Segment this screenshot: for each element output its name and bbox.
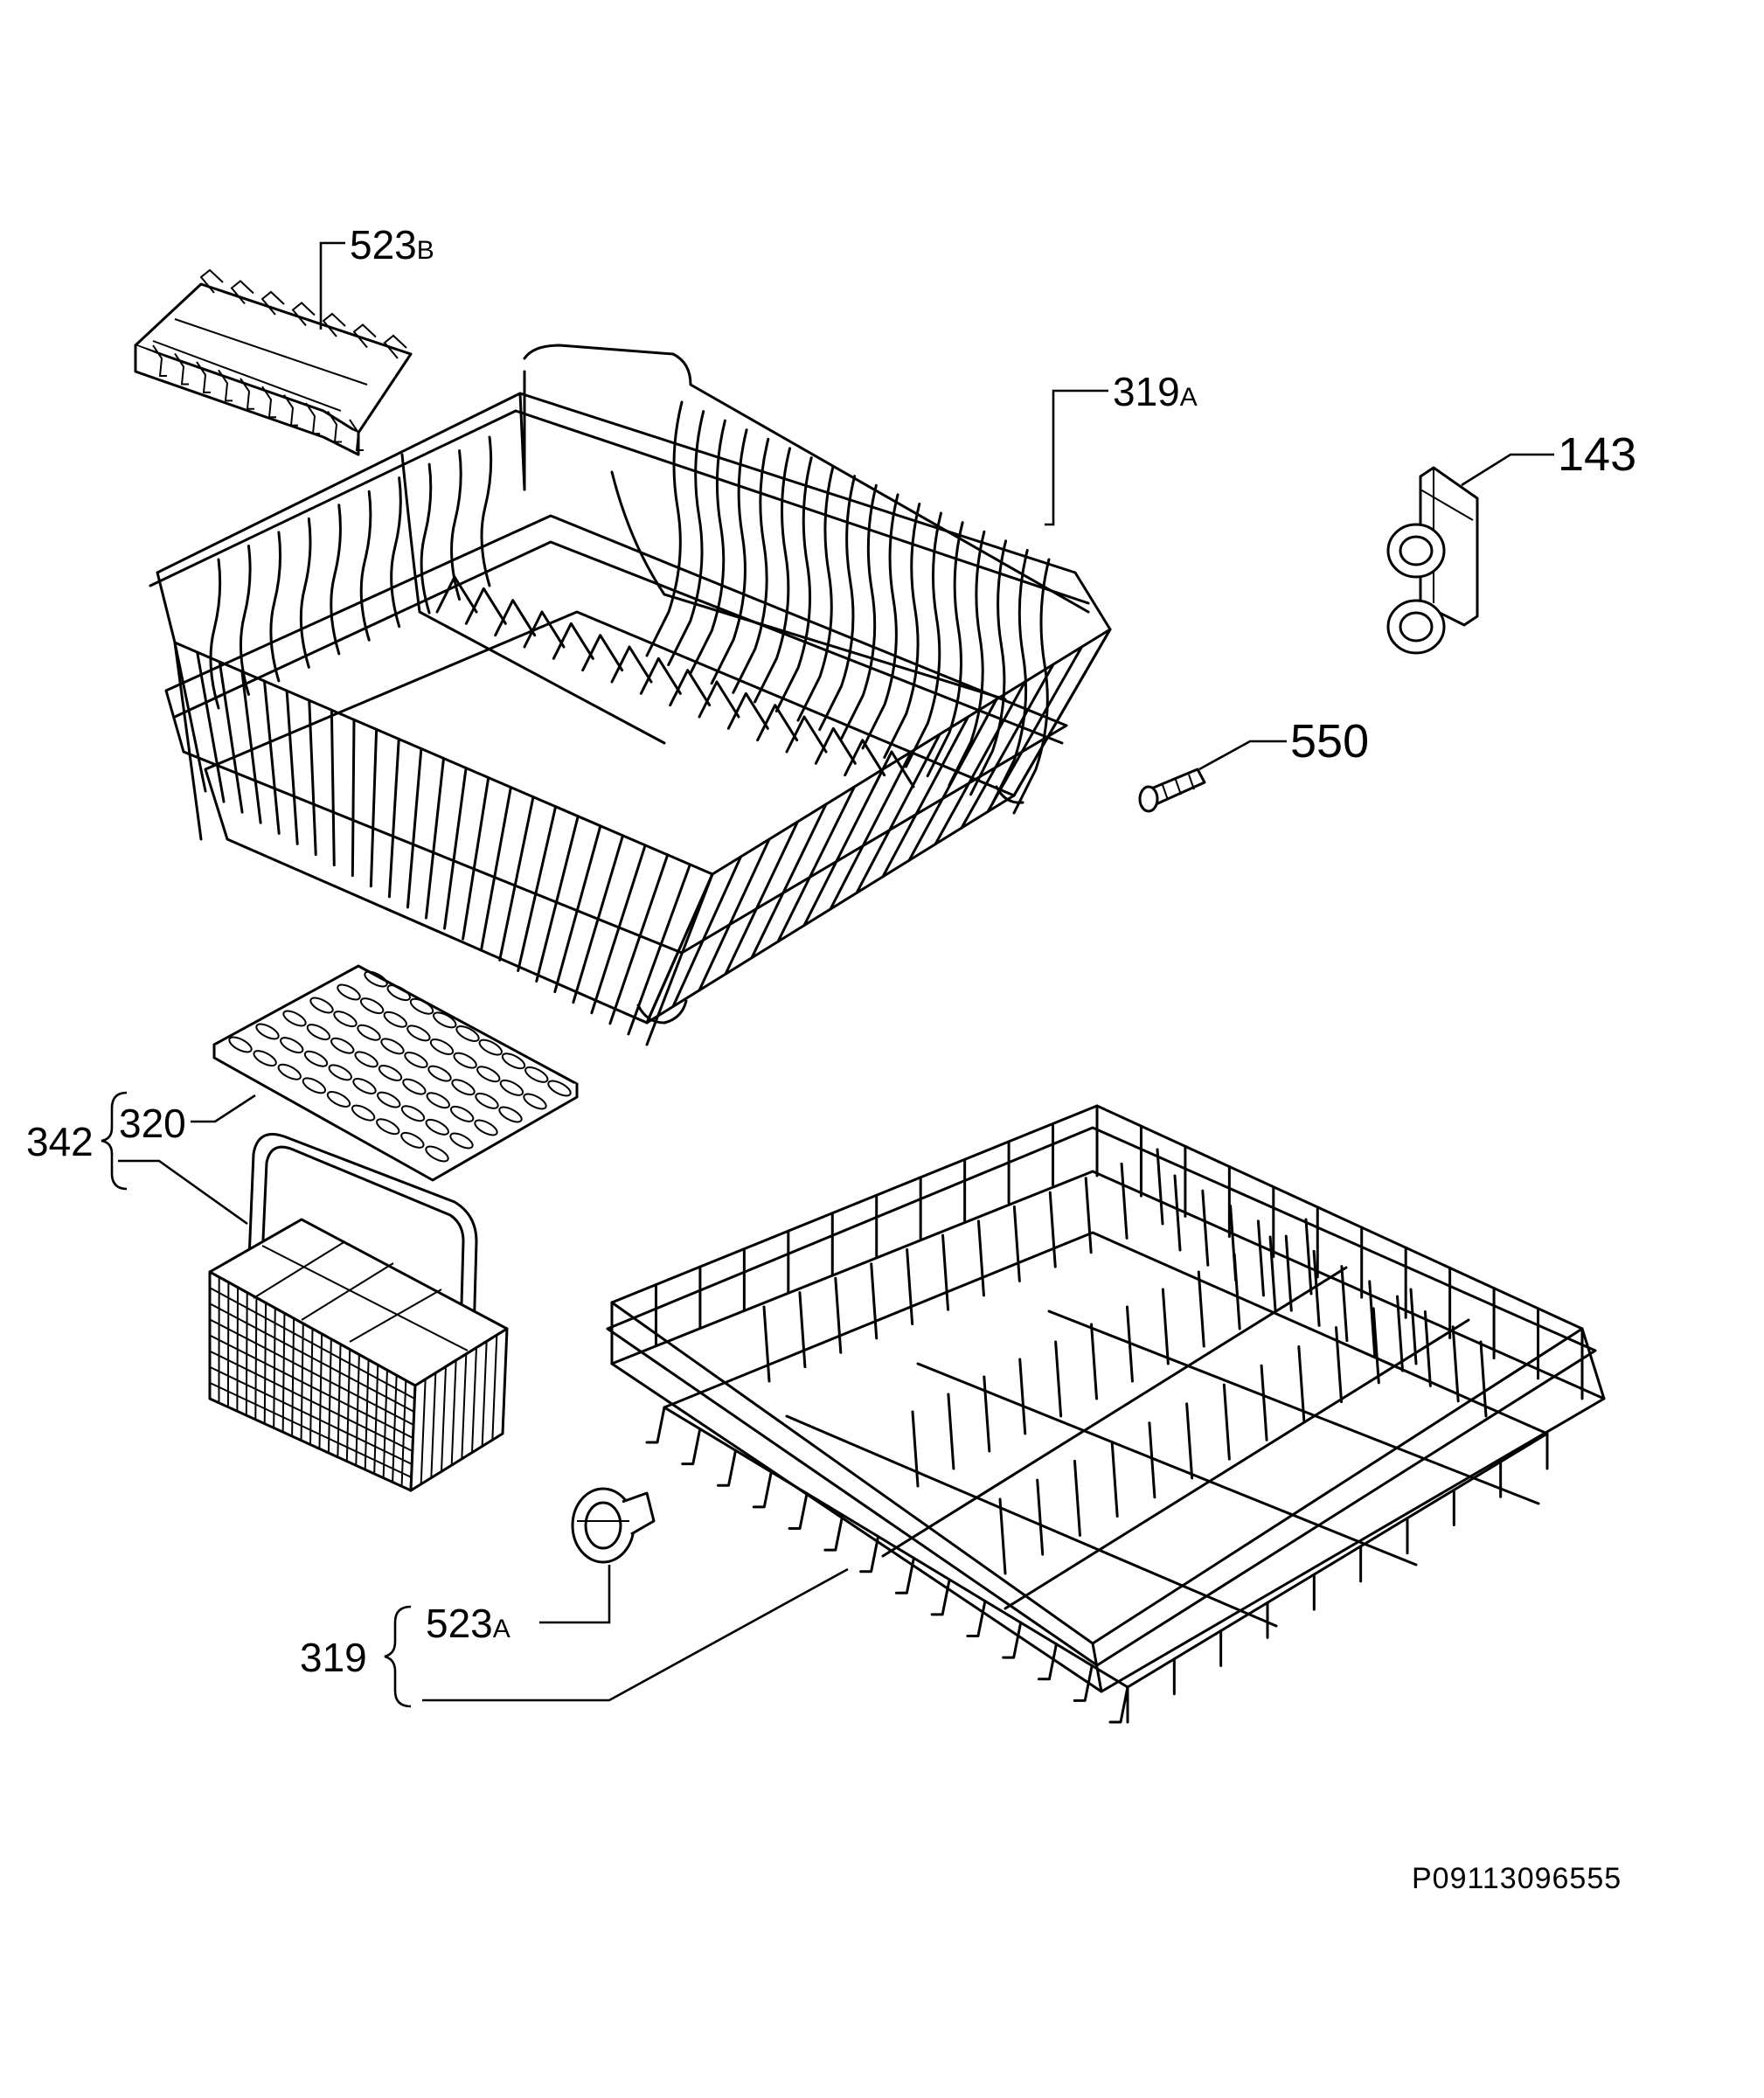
cutlery-basket-drawing (208, 1133, 509, 1492)
callout-143-number: 143 (1558, 428, 1636, 481)
callout-319a: 319A (1113, 369, 1198, 414)
callout-319-number: 319 (300, 1635, 367, 1680)
callout-523a-suffix: A (493, 1615, 510, 1643)
svg-text:319A: 319A (1113, 369, 1198, 414)
lower-basket-drawing (606, 1104, 1606, 1724)
callout-523b: 523B (350, 222, 434, 267)
callout-342: 342 (26, 1119, 94, 1164)
callout-320-number: 320 (119, 1101, 186, 1146)
callout-550: 550 (1290, 715, 1369, 768)
callout-550-number: 550 (1290, 715, 1369, 768)
wheel-523a-drawing (571, 1487, 656, 1564)
callout-319: 319 (300, 1635, 367, 1680)
svg-text:523A: 523A (426, 1601, 510, 1646)
callout-143: 143 (1558, 428, 1636, 481)
upper-basket-drawing (149, 344, 1112, 1046)
callout-319a-number: 319 (1113, 369, 1180, 414)
svg-text:523B: 523B (350, 222, 434, 267)
leader-lines (118, 241, 1554, 1702)
brace-319 (384, 1605, 412, 1708)
callout-523b-number: 523 (350, 222, 417, 267)
callout-319a-suffix: A (1180, 383, 1198, 412)
callout-342-number: 342 (26, 1119, 94, 1164)
cup-rack-523b-drawing (134, 268, 413, 456)
callout-523a: 523A (426, 1601, 510, 1646)
cutlery-grid-320-drawing (212, 964, 579, 1182)
callout-523a-number: 523 (426, 1601, 493, 1646)
grouping-braces (101, 1091, 412, 1708)
callout-320: 320 (119, 1101, 186, 1146)
brace-342 (101, 1091, 128, 1191)
diagram-reference-code: P09113096555 (1412, 1862, 1622, 1895)
roller-bracket-143-drawing (1386, 466, 1479, 655)
nozzle-550-drawing (1138, 768, 1206, 813)
callout-523b-suffix: B (417, 236, 434, 265)
